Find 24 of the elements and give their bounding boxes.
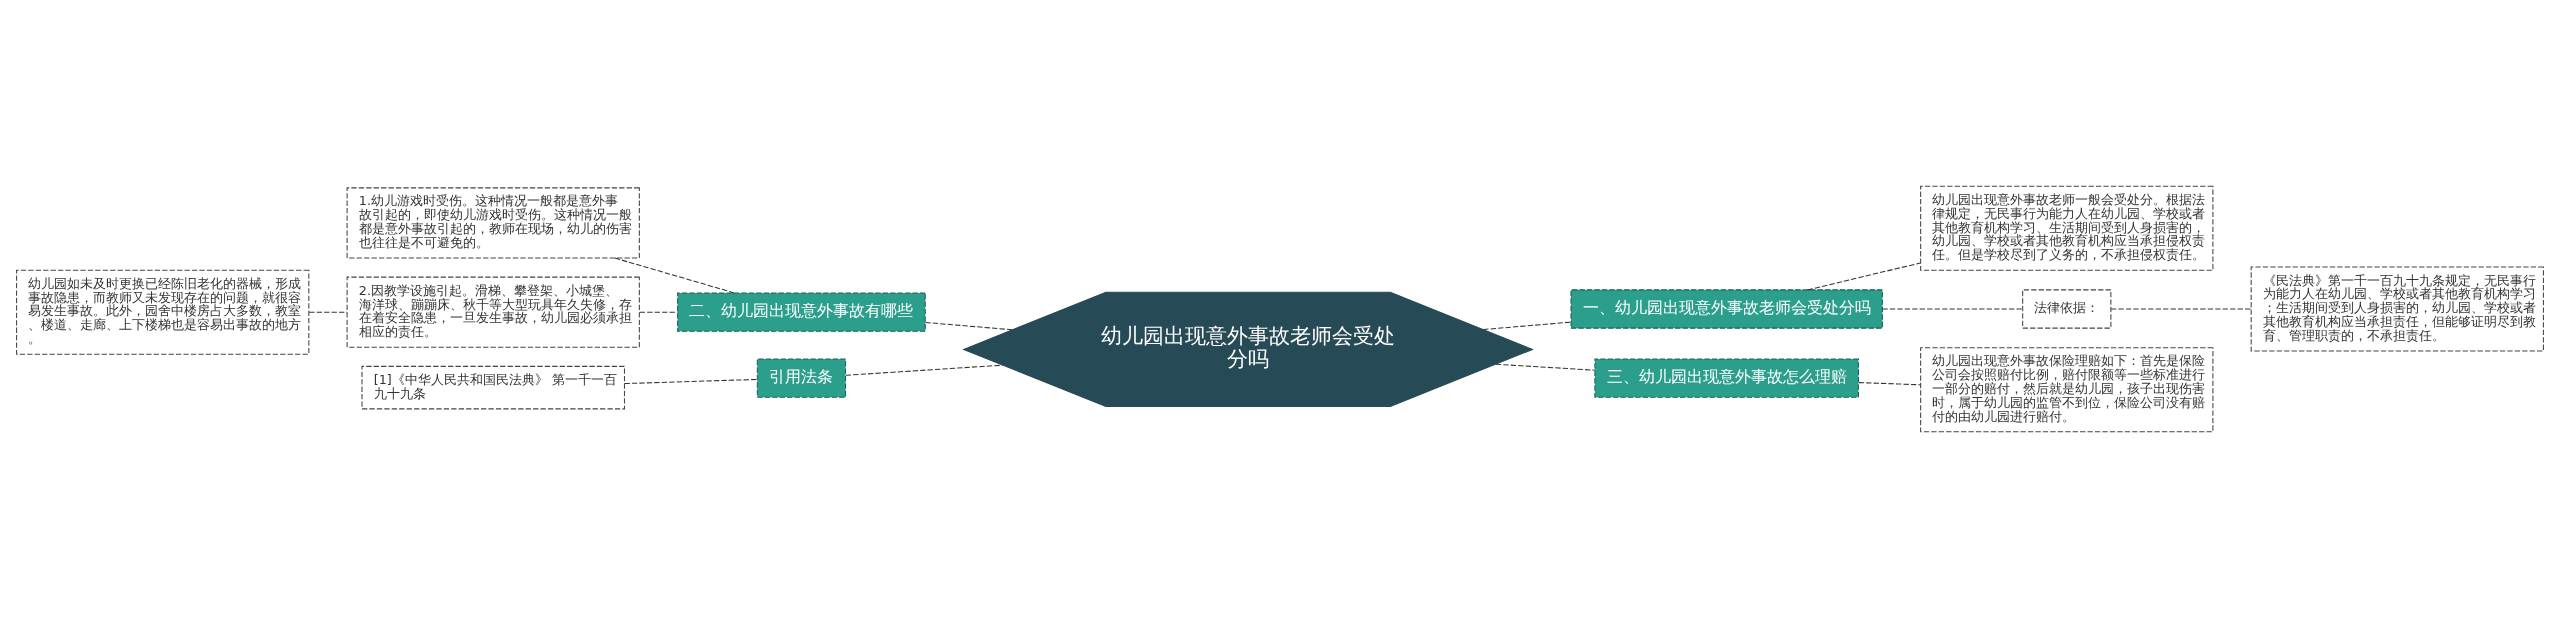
node-box: 幼儿园出现意外事故老师一般会受处分。根据法律规定，无民事行为能力人在幼儿园、学校或者其他教育机构学习、生活期间受到人身损害的，幼儿园、学校或者其他教育机构应当承担侵权责任。但是学校尽到了义务的，不承担侵权责任。 [1920,185,2214,271]
node-box: 二、幼儿园出现意外事故有哪些 [677,292,926,332]
node-box: 法律依据： [2022,288,2112,329]
node-box: 幼儿园如未及时更换已经陈旧老化的器械，形成事故隐患，而教师又未发现存在的问题，就很容易发生事故。此外，园舍中楼房占大多数，教室、楼道、走廊、上下楼梯也是容易出事故的地方。 [16,269,310,355]
node-box: 2.因教学设施引起。滑梯、攀登架、小城堡、海洋球、蹦蹦床、秋千等大型玩具年久失修，存在着安全隐患，一旦发生事故，幼儿园必须承担相应的责任。 [346,276,640,348]
connector [1482,321,1572,330]
node-box: [1]《中华人民共和国民法典》 第一千一百九十九条 [361,365,625,409]
node-box: 引用法条 [756,357,847,398]
connector [614,257,736,294]
connector [845,364,1004,376]
node-box: 一、幼儿园出现意外事故老师会受处分吗 [1570,288,1883,329]
connector [1881,307,2023,310]
connector [624,378,758,384]
connector [639,311,679,313]
node-box: 三、幼儿园出现意外事故怎么理赔 [1594,357,1859,398]
connector [924,321,1013,330]
node-box: 《民法典》第一千一百九十九条规定，无民事行为能力人在幼儿园、学校或者其他教育机构学习；生活期间受到人身损害的，幼儿园、学校或者其他教育机构应当承担责任，但能够证明尽到教育、管理职责的，不承担责任。 [2250,266,2544,351]
connector [2110,307,2252,310]
connector [1807,261,1921,290]
node-box: 1.幼儿游戏时受伤。这种情况一般都是意外事故引起的，即使幼儿游戏时受伤。这种情况一般都是意外事故引起的，教师在现场，幼儿的伤害也往往是不可避免的。 [346,186,640,258]
connector [1858,381,1922,385]
connector [308,311,348,313]
connector [1495,363,1596,371]
node-box: 幼儿园出现意外事故保险理赔如下：首先是保险公司会按照赔付比例，赔付限额等一些标准进行一部分的赔付，然后就是幼儿园，孩子出现伤害时，属于幼儿园的监管不到位，保险公司没有赔付的由幼儿园进行赔付。 [1920,346,2214,432]
